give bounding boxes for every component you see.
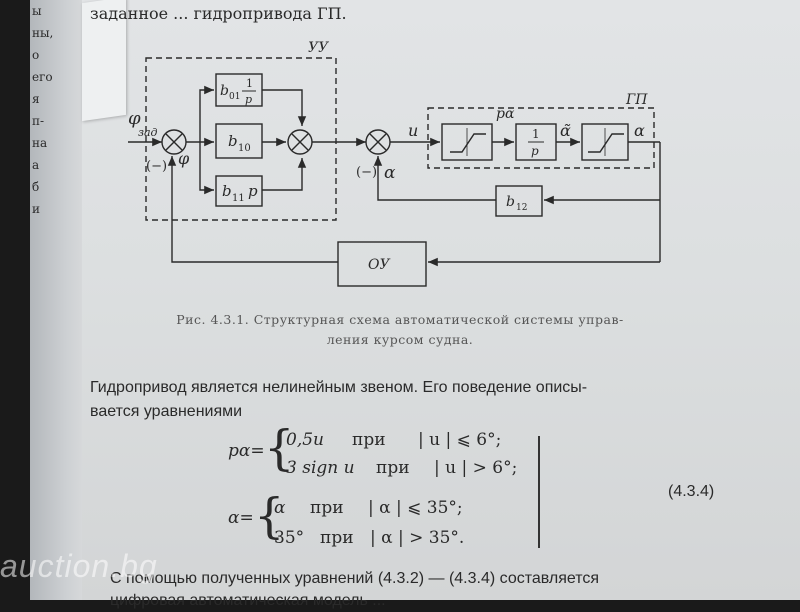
label-minus-1: (−) — [146, 159, 167, 174]
caption-line-2: ления курсом судна. — [326, 332, 474, 347]
left-brace-2: { — [254, 488, 285, 544]
left-column-fragments: ы ны, о его я п- на а б и — [32, 0, 60, 220]
eq-row1-expr: 0,5u — [286, 430, 324, 450]
label-b01: b — [220, 83, 229, 99]
eq-row1-cond: при — [352, 430, 386, 450]
block-b12 — [495, 185, 543, 217]
label-b01-den: p — [245, 93, 252, 106]
eq-row4-cond: при — [320, 528, 354, 548]
label-b11: b — [222, 182, 232, 200]
eq-row4-abs: | α | > 35°. — [370, 528, 465, 548]
book-binding — [30, 0, 82, 600]
paragraph-line-2: вается уравнениями — [90, 403, 243, 420]
caption-line-1: Рис. 4.3.1. Структурная схема автоматиче… — [176, 312, 624, 327]
label-p: p — [531, 144, 539, 158]
label-ou: ОУ — [368, 257, 390, 273]
label-gp: ГП — [625, 92, 648, 108]
label-u: u — [408, 121, 418, 140]
fragment-text: и — [32, 202, 40, 216]
block-b11 — [215, 175, 263, 207]
bottom-line-2: цифровая автоматическая модель ... — [110, 592, 386, 609]
paragraph-line-1: Гидропривод является нелинейным звеном. … — [90, 379, 588, 396]
equation-lhs-1: pα= — [228, 441, 265, 461]
label-b01-sub: 01 — [229, 92, 240, 102]
bottom-text: С помощью полученных уравнений (4.3.2) —… — [110, 568, 750, 612]
gp-dashed-box — [427, 107, 655, 169]
top-text-line: заданное ... гидропривода ГП. — [90, 4, 347, 23]
auction-watermark: auction.bg — [0, 548, 158, 584]
label-b11-sub: 11 — [232, 193, 245, 204]
label-b01-num: 1 — [246, 77, 253, 90]
book-page: ы ны, о его я п- на а б и — [30, 0, 800, 600]
label-one: 1 — [532, 127, 540, 141]
eq-row2-abs: | u | > 6°; — [434, 458, 518, 478]
eq-row3-cond: при — [310, 498, 344, 518]
eq-row3-abs: | α | ⩽ 35°; — [368, 498, 463, 518]
fragment-text: п- — [32, 114, 45, 128]
fragment-text: ы — [32, 4, 42, 18]
eq-row2-cond: при — [376, 458, 410, 478]
label-b12-sub: 12 — [516, 203, 527, 213]
label-uu: УУ — [308, 40, 329, 56]
fragment-text: б — [32, 180, 40, 194]
label-b10-sub: 10 — [238, 143, 251, 154]
equation-lhs-2: α= — [228, 508, 254, 528]
fragment-text: я — [32, 92, 40, 106]
label-phi-fb: φ — [178, 149, 190, 168]
right-bracket-line — [538, 436, 540, 548]
eq-row2-expr: 3 sign u — [286, 458, 355, 478]
label-alpha-tilde: α̃ — [560, 121, 571, 140]
uu-dashed-box — [145, 57, 337, 221]
label-phi-in: φ — [128, 108, 141, 129]
figure-caption: Рис. 4.3.1. Структурная схема автоматиче… — [120, 310, 680, 350]
label-minus-2: (−) — [356, 165, 377, 180]
bottom-line-1: С помощью полученных уравнений (4.3.2) —… — [110, 570, 600, 587]
equation-number: (4.3.4) — [668, 483, 715, 500]
eq-row3-expr: α — [274, 498, 286, 518]
label-alpha-fb: α — [384, 163, 396, 183]
label-alpha-out: α — [634, 121, 645, 140]
left-brace-1: { — [264, 420, 295, 476]
label-b12: b — [506, 194, 515, 210]
fragment-text: о — [32, 48, 40, 62]
label-zad: зад — [138, 126, 158, 139]
fragment-text: его — [32, 70, 53, 84]
block-ou — [337, 241, 427, 287]
fragment-text: на — [32, 136, 48, 150]
body-paragraph: Гидропривод является нелинейным звеном. … — [90, 376, 730, 424]
label-b10: b — [228, 132, 238, 150]
block-b10 — [215, 123, 263, 159]
eq-row1-abs: | u | ⩽ 6°; — [418, 430, 502, 450]
label-p-alpha: pα — [496, 106, 515, 122]
eq-row4-expr: 35° — [274, 528, 305, 548]
fragment-text: ны, — [32, 26, 54, 40]
fragment-text: а — [32, 158, 40, 172]
label-b11-p: p — [248, 182, 258, 200]
